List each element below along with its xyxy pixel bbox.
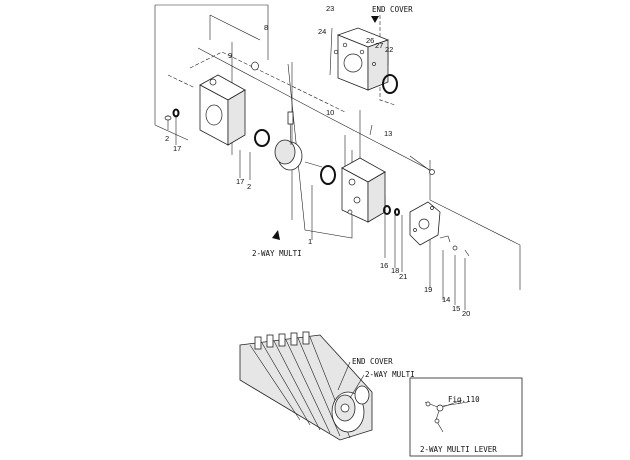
end-cover-label-top: END COVER — [372, 5, 413, 14]
part-number-22: 22 — [385, 45, 393, 54]
valve-body-part — [199, 74, 246, 146]
end-cover-label-bottom: END COVER — [352, 357, 393, 366]
end-cover-arrow-icon — [371, 16, 379, 23]
part-number-17b: 17 — [236, 177, 244, 186]
plug-2 — [164, 115, 172, 121]
spool-cylinder-part — [274, 111, 303, 171]
part-number-24: 24 — [318, 27, 326, 36]
part-number-16: 16 — [380, 261, 388, 270]
two-way-multi-lever-label: 2-WAY MULTI LEVER — [420, 445, 497, 454]
o-ring-18 — [394, 208, 400, 216]
part-number-10: 10 — [326, 108, 334, 117]
screw-20 — [464, 249, 470, 257]
part-number-13: 13 — [384, 129, 392, 138]
plug-9 — [251, 61, 259, 71]
o-ring-16 — [383, 205, 391, 215]
o-ring-22 — [382, 74, 398, 94]
part-number-2a: 2 — [165, 134, 169, 143]
assembled-valve-illustration — [239, 331, 373, 441]
lever-plate-19 — [409, 201, 441, 246]
rod-part — [304, 161, 323, 168]
part-number-21: 21 — [399, 272, 407, 281]
part-number-15: 15 — [452, 304, 460, 313]
clip-14 — [439, 235, 451, 243]
part-number-14: 14 — [442, 295, 450, 304]
part-number-19: 19 — [424, 285, 432, 294]
part-number-23: 23 — [326, 4, 334, 13]
o-ring-17b — [254, 129, 270, 147]
end-cover-part — [336, 27, 390, 91]
tie-bolt-13 — [409, 155, 435, 175]
two-way-multi-label-bottom: 2-WAY MULTI — [365, 370, 415, 379]
o-ring-10 — [320, 165, 336, 185]
screw-24 — [333, 49, 339, 55]
part-number-27: 27 — [375, 41, 383, 50]
part-number-1: 1 — [308, 237, 312, 246]
washer-27 — [372, 62, 376, 66]
part-number-20: 20 — [462, 309, 470, 318]
part-number-17a: 17 — [173, 144, 181, 153]
o-ring-17 — [172, 108, 180, 118]
lever-inset-box — [409, 377, 523, 457]
part-number-2b: 2 — [247, 182, 251, 191]
multi-arrow-icon — [272, 230, 280, 240]
part-number-26: 26 — [366, 36, 374, 45]
two-way-multi-label-top: 2-WAY MULTI — [252, 249, 302, 258]
part-number-8: 8 — [264, 23, 268, 32]
fig-reference-label: Fig.110 — [448, 395, 480, 404]
part-number-9: 9 — [228, 51, 232, 60]
section-body-part — [341, 110, 386, 223]
washer-15 — [452, 245, 458, 251]
part-number-18: 18 — [391, 266, 399, 275]
